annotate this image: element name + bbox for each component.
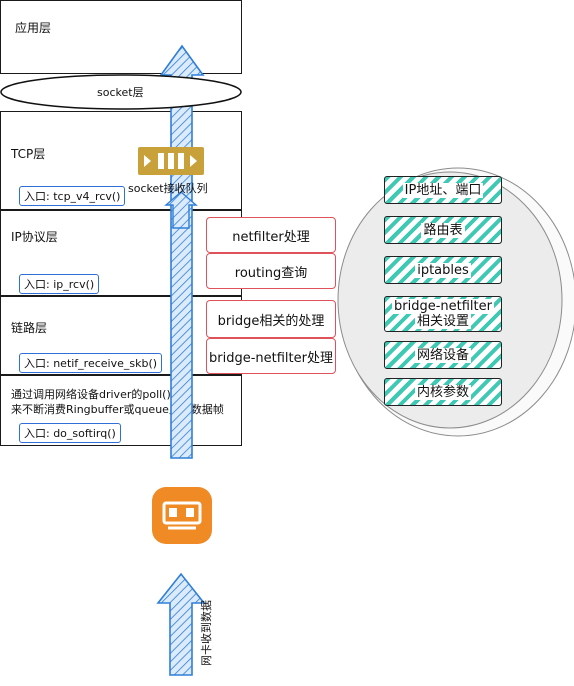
- config-route-table-label: 路由表: [421, 222, 465, 238]
- ip-entry-label: 入口: ip_rcv(): [19, 274, 100, 294]
- link-entry-label: 入口: netif_receive_skb(): [19, 353, 163, 373]
- network-card-icon: [152, 487, 212, 544]
- socket-queue-icon: [138, 147, 204, 175]
- layer-app: 应用层: [0, 0, 242, 74]
- layer-tcp-title: TCP层: [11, 147, 46, 161]
- config-bridge-netfilter: bridge-netfilter 相关设置: [384, 296, 502, 332]
- config-kernel-params-label: 内核参数: [414, 384, 471, 400]
- layer-link: 链路层 入口: netif_receive_skb(): [0, 296, 242, 375]
- nic-caption: 网卡收到数据: [199, 600, 213, 666]
- layer-ip-title: IP协议层: [11, 230, 58, 244]
- layer-link-title: 链路层: [11, 321, 48, 335]
- tcp-entry-label: 入口: tcp_v4_rcv(): [19, 186, 126, 206]
- layer-app-title: 应用层: [15, 21, 52, 35]
- socket-layer-title: socket层: [97, 86, 144, 99]
- config-bridge-netfilter-line2: 相关设置: [414, 314, 471, 329]
- config-bridge-netfilter-line1: bridge-netfilter: [392, 299, 494, 314]
- socket-layer-ellipse: [0, 74, 242, 110]
- upward-arrow-queue: [164, 191, 198, 229]
- config-route-table: 路由表: [384, 216, 502, 244]
- hook-bridge: bridge相关的处理: [206, 300, 336, 338]
- config-iptables: iptables: [384, 256, 502, 284]
- hook-routing: routing查询: [206, 253, 336, 289]
- upward-arrow-nic: [156, 572, 206, 676]
- config-net-device: 网络设备: [384, 341, 502, 369]
- socket-queue-label: socket接收队列: [128, 182, 208, 195]
- hook-bridge-netfilter: bridge-netfilter处理: [206, 338, 336, 374]
- config-ip-port-label: IP地址、端口: [402, 182, 484, 198]
- config-iptables-label: iptables: [415, 262, 471, 278]
- driver-line-1: 通过调用网络设备driver的poll(): [11, 388, 171, 401]
- driver-entry-label: 入口: do_softirq(): [19, 423, 121, 443]
- layer-ip: IP协议层 入口: ip_rcv(): [0, 210, 242, 296]
- config-kernel-params: 内核参数: [384, 378, 502, 406]
- config-net-device-label: 网络设备: [414, 347, 471, 363]
- config-ip-port: IP地址、端口: [384, 176, 502, 204]
- hook-netfilter: netfilter处理: [206, 217, 336, 253]
